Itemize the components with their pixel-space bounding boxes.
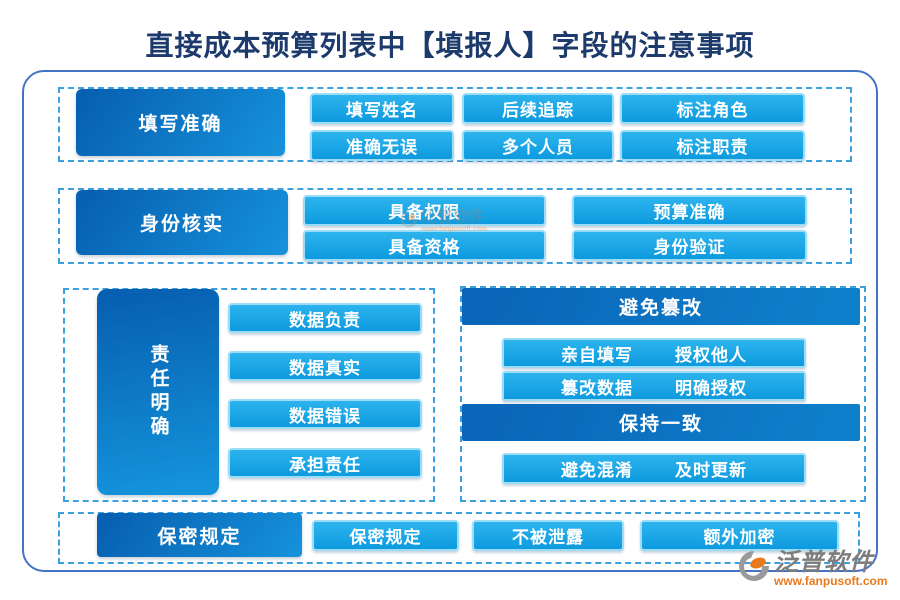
- section-confidentiality-label-block: 保密规定: [97, 513, 302, 557]
- footer-brand: 泛普软件 www.fanpusoft.com: [738, 550, 898, 598]
- tag-secrecy-rule: 保密规定: [312, 520, 459, 551]
- tag-fill-name: 填写姓名: [310, 93, 454, 124]
- section-responsibility-label-block: 责任明确: [97, 289, 219, 495]
- tag-label: 准确无误: [346, 138, 418, 157]
- header-label: 保持一致: [618, 414, 703, 435]
- bar-label: 篡改数据: [561, 378, 633, 398]
- section-confidentiality: [58, 512, 860, 564]
- tag-has-permission: 具备权限: [303, 195, 546, 226]
- tag-label: 填写姓名: [346, 101, 418, 120]
- outer-frame: [22, 70, 878, 572]
- section-identity-verify: [58, 188, 852, 264]
- tag-budget-accurate: 预算准确: [572, 195, 807, 226]
- bar-avoid-confusion-update: 避免混淆 及时更新: [502, 453, 806, 484]
- tag-multiple-people: 多个人员: [462, 130, 614, 161]
- tag-label: 多个人员: [502, 138, 574, 157]
- footer-brand-name: 泛普软件: [774, 549, 874, 576]
- section-label: 填写准确: [138, 114, 223, 135]
- header-label: 避免篡改: [618, 298, 703, 319]
- bar-label: 及时更新: [675, 461, 747, 480]
- header-keep-consistent: 保持一致: [462, 404, 860, 441]
- tag-no-error: 准确无误: [310, 130, 454, 161]
- tag-label: 标注角色: [676, 101, 749, 120]
- page-title: 直接成本预算列表中【填报人】字段的注意事项: [145, 30, 755, 61]
- bar-label: 亲自填写: [561, 345, 633, 365]
- bar-fill-self-authorize: 亲自填写 授权他人: [502, 338, 806, 368]
- tag-label: 保密规定: [349, 528, 422, 547]
- tag-label: 身份验证: [653, 238, 726, 257]
- tag-identity-check: 身份验证: [572, 230, 807, 261]
- section-label: 责任明确: [147, 344, 169, 440]
- tag-label: 不被泄露: [512, 528, 584, 547]
- tag-data-responsible: 数据负责: [228, 303, 422, 333]
- tag-label: 后续追踪: [502, 101, 574, 120]
- bar-label: 授权他人: [675, 345, 747, 365]
- section-label: 身份核实: [139, 214, 224, 235]
- tag-label: 数据负责: [289, 310, 361, 330]
- tag-mark-role: 标注角色: [620, 93, 805, 124]
- footer-brand-url: www.fanpusoft.com: [774, 574, 888, 589]
- tag-qualified: 具备资格: [303, 230, 546, 261]
- bar-label: 明确授权: [675, 378, 747, 398]
- section-anti-tamper: [460, 286, 866, 502]
- tag-label: 承担责任: [289, 455, 361, 475]
- tag-label: 额外加密: [703, 528, 776, 547]
- tag-label: 数据错误: [289, 406, 361, 426]
- section-fill-accurate: [58, 87, 852, 162]
- bar-label: 避免混淆: [561, 461, 633, 480]
- tag-label: 标注职责: [676, 138, 749, 157]
- tag-no-leak: 不被泄露: [472, 520, 624, 551]
- tag-label: 数据真实: [289, 358, 361, 378]
- fanpu-logo-icon: [739, 551, 769, 581]
- tag-data-error: 数据错误: [228, 399, 422, 429]
- section-responsibility: [63, 288, 435, 502]
- tag-label: 具备资格: [388, 238, 461, 257]
- tag-data-true: 数据真实: [228, 351, 422, 381]
- tag-label: 预算准确: [653, 203, 726, 222]
- tag-extra-encrypt: 额外加密: [640, 520, 839, 551]
- section-identity-verify-label-block: 身份核实: [76, 190, 288, 255]
- tag-label: 具备权限: [388, 203, 461, 222]
- bar-tamper-authorize: 篡改数据 明确授权: [502, 371, 806, 401]
- tag-follow-up: 后续追踪: [462, 93, 614, 124]
- header-avoid-tamper: 避免篡改: [462, 288, 860, 325]
- section-fill-accurate-label-block: 填写准确: [76, 89, 285, 156]
- section-label: 保密规定: [157, 526, 242, 548]
- tag-mark-duty: 标注职责: [620, 130, 805, 161]
- tag-bear-responsibility: 承担责任: [228, 448, 422, 478]
